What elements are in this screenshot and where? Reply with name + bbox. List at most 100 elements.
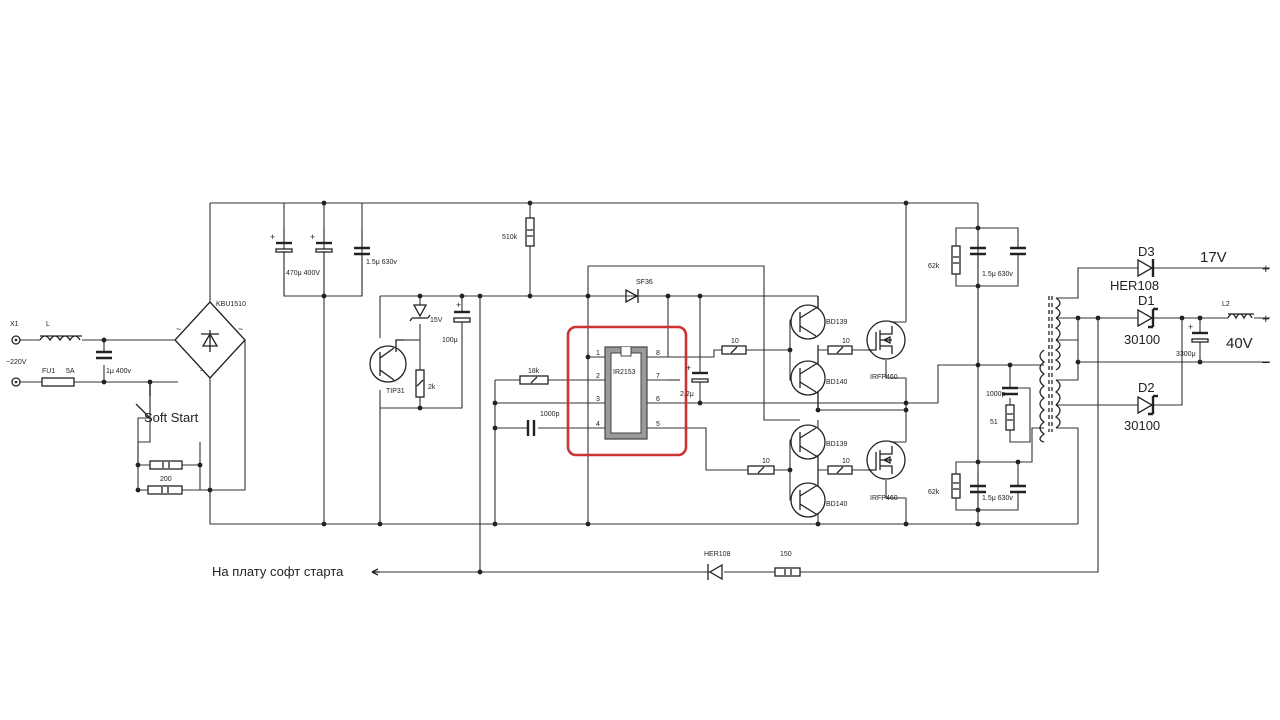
ic-pin-5: 5 xyxy=(656,421,660,428)
mosfet-irfp460-low xyxy=(866,440,906,480)
arrow-feedback xyxy=(371,568,380,576)
transistor-bd140-high xyxy=(790,345,826,410)
label-pnp-low: BD140 xyxy=(826,501,848,508)
label-r-top: 62k xyxy=(928,263,940,270)
svg-text:+: + xyxy=(686,363,691,373)
label-r-bottom: 62k xyxy=(928,489,940,496)
bridge-rectifier xyxy=(174,301,246,379)
svg-text:+: + xyxy=(270,232,275,242)
label-snubber-resistor: 51 xyxy=(990,419,998,426)
label-l2: L2 xyxy=(1222,301,1230,308)
ic-pin-3: 3 xyxy=(596,396,600,403)
label-d2: D2 xyxy=(1138,380,1155,395)
resistor-gate-mosfet-high xyxy=(827,345,853,355)
label-feedback-resistor: 150 xyxy=(780,551,792,558)
label-minus-output: – xyxy=(1262,354,1270,369)
label-bridge-minus: – xyxy=(200,367,204,374)
soft-start-switch xyxy=(135,382,151,419)
capacitor-1000p xyxy=(526,420,536,436)
label-r-gate-mosfet-high: 10 xyxy=(842,338,850,345)
capacitor-hb-bottom-2 xyxy=(1010,484,1026,494)
label-d3: D3 xyxy=(1138,244,1155,259)
label-inductor: L xyxy=(46,321,50,328)
diode-feedback-her108 xyxy=(707,563,723,581)
capacitor-100u: + xyxy=(453,300,471,323)
resistor-62k-bottom xyxy=(951,473,961,499)
transistor-bd140-low xyxy=(790,470,826,518)
label-resistor-soft: 200 xyxy=(160,476,172,483)
label-resistor-top: 510k xyxy=(502,234,518,241)
label-c-timing: 1000p xyxy=(540,411,560,418)
label-regulator-resistor: 2k xyxy=(428,384,436,391)
transistor-bd139-high xyxy=(790,296,826,340)
capacitor-input-filter xyxy=(96,350,112,360)
resistor-gate-low-ic xyxy=(747,465,775,475)
label-mains: ~220V xyxy=(6,359,27,366)
ic-pin-7: 7 xyxy=(656,373,660,380)
label-bridge-ac-right: ~ xyxy=(238,324,243,334)
diode-sf36 xyxy=(625,288,639,304)
transistor-bd139-low xyxy=(790,424,826,470)
terminal-x1-live xyxy=(11,335,21,345)
label-cap-out: 3300μ xyxy=(1176,351,1196,358)
label-npn-low: BD139 xyxy=(826,441,848,448)
label-ic: IR2153 xyxy=(613,369,636,376)
label-r-gate-mosfet-low: 10 xyxy=(842,458,850,465)
label-feedback-diode: HER108 xyxy=(704,551,731,558)
capacitor-hb-top-2 xyxy=(1010,246,1026,256)
resistor-510k xyxy=(525,217,535,247)
label-feedback-note: На плату софт старта xyxy=(212,564,344,579)
transistor-tip31 xyxy=(369,339,407,383)
ic-pin-2: 2 xyxy=(596,373,600,380)
resistor-62k-top xyxy=(951,245,961,275)
ic-pin-1: 1 xyxy=(596,350,600,357)
terminal-x1-neutral xyxy=(11,377,21,387)
label-cap-filter: 1μ 400v xyxy=(106,368,132,375)
capacitor-hb-bottom-1 xyxy=(970,484,986,494)
label-npn-high: BD139 xyxy=(826,319,848,326)
label-pnp-high: BD140 xyxy=(826,379,848,386)
label-d1: D1 xyxy=(1138,293,1155,308)
svg-text:+: + xyxy=(1188,322,1193,332)
label-r-gate-low: 10 xyxy=(762,458,770,465)
resistor-18k xyxy=(519,375,549,385)
capacitor-bulk-2: + xyxy=(310,232,333,253)
ic-pin-8: 8 xyxy=(656,350,660,357)
label-soft-start: Soft Start xyxy=(144,410,199,425)
ic-pin-6: 6 xyxy=(656,396,660,403)
label-d2-part: 30100 xyxy=(1124,418,1160,433)
transformer xyxy=(1039,296,1061,443)
label-bridge: KBU1510 xyxy=(216,301,246,308)
capacitor-bulk-1: + xyxy=(270,232,293,253)
inductor-l2 xyxy=(1227,313,1254,320)
label-transistor: TIP31 xyxy=(386,388,405,395)
ic-highlight xyxy=(566,325,688,457)
label-d1-part: 30100 xyxy=(1124,332,1160,347)
resistor-soft-start-1 xyxy=(149,460,183,470)
resistor-gate-mosfet-low xyxy=(827,465,853,475)
label-fuse: FU1 xyxy=(42,368,55,375)
ic-ir2153 xyxy=(604,346,648,440)
label-v40: 40V xyxy=(1226,335,1253,352)
resistor-gate-high-ic xyxy=(721,345,747,355)
label-c-top: 1.5μ 630v xyxy=(982,271,1013,278)
label-cap-boot: 2.2μ xyxy=(680,391,694,398)
capacitor-bulk-film xyxy=(354,246,370,256)
resistor-soft-start-2 xyxy=(147,485,183,495)
zener-diode-15v xyxy=(409,304,431,322)
diode-d3 xyxy=(1137,258,1155,278)
fuse-fu1 xyxy=(41,377,75,387)
svg-text:+: + xyxy=(310,232,315,242)
label-r-gate-high: 10 xyxy=(731,338,739,345)
label-zener: 15V xyxy=(430,317,443,324)
resistor-snubber xyxy=(1005,404,1015,431)
ic-pin-4: 4 xyxy=(596,421,600,428)
label-r-timing: 18k xyxy=(528,368,540,375)
label-bridge-ac-left: ~ xyxy=(176,324,181,334)
label-regulator-cap: 100μ xyxy=(442,337,458,344)
label-v17: 17V xyxy=(1200,249,1227,266)
label-d3-part: HER108 xyxy=(1110,278,1159,293)
label-x1: X1 xyxy=(10,321,19,328)
label-mosfet-high: IRFP460 xyxy=(870,374,898,381)
